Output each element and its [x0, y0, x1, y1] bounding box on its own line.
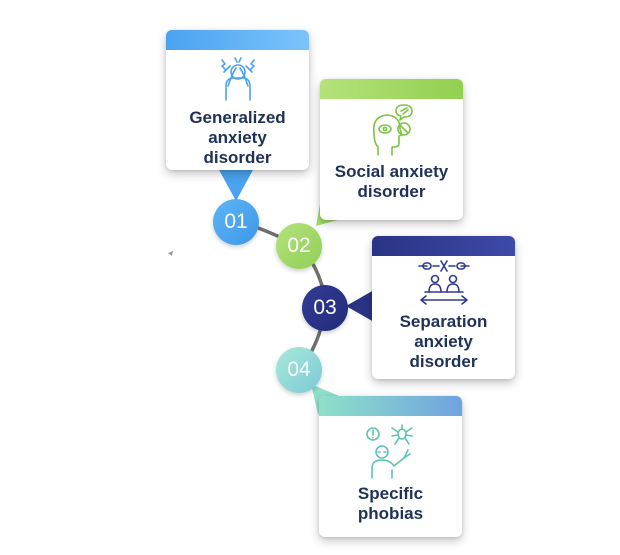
step-number-2: 02	[276, 223, 322, 269]
frightened-person-spider-icon	[364, 424, 418, 485]
stressed-person-icon	[216, 56, 260, 107]
pointer-3	[346, 290, 374, 322]
step-label: Specific phobias	[357, 484, 424, 523]
card-header-bar	[320, 79, 463, 99]
people-apart-icon	[417, 260, 471, 311]
step-card-social-anxiety: Social anxiety disorder	[320, 79, 463, 220]
connector-curve	[235, 220, 327, 372]
step-number-3: 03	[302, 285, 348, 331]
card-header-bar	[319, 396, 462, 416]
head-speech-bubbles-icon	[366, 103, 418, 162]
step-label: Separation anxiety disorder	[399, 312, 488, 371]
step-label: Generalized anxiety disorder	[189, 108, 286, 167]
step-number-1: 01	[213, 199, 259, 245]
card-header-bar	[166, 30, 309, 50]
pointer-1	[218, 168, 254, 201]
step-card-separation-anxiety: Separation anxiety disorder	[372, 236, 515, 379]
card-header-bar	[372, 236, 515, 256]
small-mark	[168, 251, 173, 256]
step-card-generalized-anxiety: Generalized anxiety disorder	[166, 30, 309, 170]
step-card-specific-phobias: Specific phobias	[319, 396, 462, 537]
step-label: Social anxiety disorder	[334, 162, 449, 201]
step-number-4: 04	[276, 347, 322, 393]
